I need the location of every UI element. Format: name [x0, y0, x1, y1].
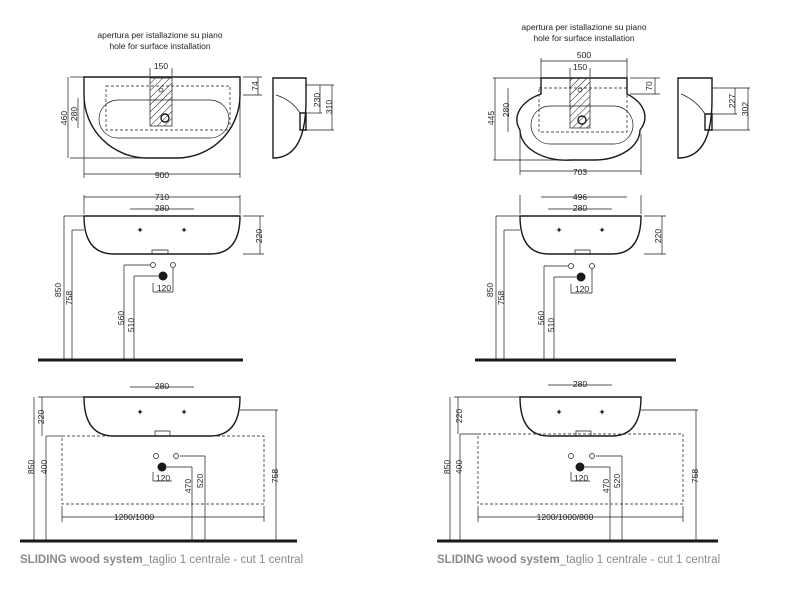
right-dim-220-bot: 220	[454, 409, 464, 423]
left-dim-310: 310	[324, 100, 334, 114]
right-dim-520: 520	[612, 474, 622, 488]
right-dim-280-mid: 280	[573, 203, 587, 213]
right-caption-bold: SLIDING wood system	[437, 554, 560, 566]
left-dim-400: 400	[39, 460, 49, 474]
left-caption: SLIDING wood system_taglio 1 centrale - …	[20, 554, 303, 566]
right-dim-445: 445	[486, 111, 496, 125]
svg-text:✦: ✦	[136, 407, 144, 417]
left-dim-280-top: 280	[69, 107, 79, 121]
right-plan-surface-hole	[538, 87, 628, 133]
left-side-outline	[272, 77, 307, 159]
right-dim-560: 560	[536, 311, 546, 325]
svg-text:✦: ✦	[180, 407, 188, 417]
left-dim-120-mid: 120	[157, 283, 171, 293]
left-dim-758-mid: 758	[64, 291, 74, 305]
svg-text:✦: ✦	[555, 225, 563, 235]
right-note-line2: hole for surface installation	[533, 33, 634, 43]
left-plan-drain	[160, 113, 170, 123]
left-dim-280-bot: 280	[155, 381, 169, 391]
left-caption-rest: _taglio 1 centrale - cut 1 central	[142, 554, 303, 566]
left-dim-150: 150	[154, 61, 168, 71]
left-dim-900: 900	[155, 170, 169, 180]
left-dim-710: 710	[155, 192, 169, 202]
left-bottom-basin	[83, 396, 241, 437]
right-dim-70: 70	[644, 81, 654, 91]
right-dim-150: 150	[573, 62, 587, 72]
right-dim-120-mid: 120	[575, 284, 589, 294]
left-caption-bold: SLIDING wood system	[20, 554, 143, 566]
right-bottom-basin	[519, 396, 642, 437]
right-dim-400: 400	[454, 460, 464, 474]
left-dim-120-bot: 120	[156, 473, 170, 483]
right-dim-703: 703	[573, 167, 587, 177]
right-caption: SLIDING wood system_taglio 1 centrale - …	[437, 554, 720, 566]
right-dim-120-bot: 120	[574, 473, 588, 483]
left-plan-basin-outline	[83, 76, 241, 159]
right-diagram: apertura per istallazione su piano hole …	[437, 22, 750, 566]
left-cabinet	[61, 435, 265, 505]
svg-text:✦: ✦	[598, 407, 606, 417]
right-front-basin	[519, 215, 642, 255]
left-dim-280-mid: 280	[155, 203, 169, 213]
left-dim-220-mid: 220	[254, 229, 264, 243]
right-plan-drain	[577, 115, 587, 125]
left-dim-230: 230	[312, 93, 322, 107]
right-dim-470: 470	[601, 479, 611, 493]
right-side-view: 227 302	[677, 77, 750, 159]
right-plan-view: 500 150 445 280 70 703	[486, 50, 660, 177]
left-diagram: apertura per istallazione su piano hole …	[20, 30, 334, 566]
left-dim-850-bot: 850	[26, 460, 36, 474]
right-side-outline	[677, 77, 713, 159]
left-note-line1: apertura per istallazione su piano	[97, 30, 222, 40]
right-dim-500: 500	[577, 50, 591, 60]
left-dim-758-bot: 758	[270, 469, 280, 483]
right-cabinet-view: ✦ ✦ 280 220 850 400 758 120	[437, 379, 718, 543]
left-note-line2: hole for surface installation	[109, 41, 210, 51]
right-cabinet	[477, 433, 684, 505]
left-dim-470: 470	[183, 479, 193, 493]
right-dim-850-mid: 850	[485, 283, 495, 297]
right-dim-758-bot: 758	[690, 469, 700, 483]
left-dim-74: 74	[250, 81, 260, 91]
right-front-wall-view: ✦ ✦ 496 280 220 850 758 120	[475, 192, 676, 362]
left-plan-tap-hole	[158, 87, 164, 93]
svg-text:✦: ✦	[180, 225, 188, 235]
svg-text:✦: ✦	[136, 225, 144, 235]
right-dim-220-mid: 220	[653, 229, 663, 243]
right-dim-510: 510	[546, 318, 556, 332]
left-dim-220-bot: 220	[36, 410, 46, 424]
left-dim-460: 460	[59, 111, 69, 125]
right-dim-1200: 1200/1000/800	[537, 512, 594, 522]
left-dim-1200: 1200/1000	[114, 512, 154, 522]
right-plan-basin-inner	[530, 105, 634, 145]
left-cabinet-view: ✦ ✦ 280 220 850 400 758 120	[20, 381, 297, 543]
left-plan-view: 150 460 280 74 900	[59, 61, 262, 180]
right-dim-758-mid: 758	[496, 291, 506, 305]
left-drain-bot	[157, 462, 167, 472]
right-plan-hatched-zone	[569, 77, 591, 129]
svg-text:✦: ✦	[598, 225, 606, 235]
right-dim-280-top: 280	[501, 103, 511, 117]
left-drain-mid	[158, 271, 168, 281]
right-dim-302: 302	[740, 102, 750, 116]
right-note-line1: apertura per istallazione su piano	[521, 22, 646, 32]
left-plan-basin-inner	[98, 99, 230, 139]
left-dim-510: 510	[126, 318, 136, 332]
right-caption-rest: _taglio 1 centrale - cut 1 central	[559, 554, 720, 566]
right-dim-850-bot: 850	[442, 460, 452, 474]
right-dim-496: 496	[573, 192, 587, 202]
left-dim-850-mid: 850	[53, 283, 63, 297]
right-dim-280-bot: 280	[573, 379, 587, 389]
right-drain-bot	[575, 462, 585, 472]
left-side-view: 230 310	[272, 77, 334, 159]
right-dim-227: 227	[727, 94, 737, 108]
left-dim-560: 560	[116, 311, 126, 325]
left-dim-520: 520	[195, 474, 205, 488]
right-plan-basin-outline	[516, 77, 646, 161]
left-front-wall-view: ✦ ✦ 710 280 220 850 758	[38, 192, 264, 362]
svg-text:✦: ✦	[555, 407, 563, 417]
left-front-basin	[83, 215, 241, 255]
right-drain-mid	[576, 272, 586, 282]
